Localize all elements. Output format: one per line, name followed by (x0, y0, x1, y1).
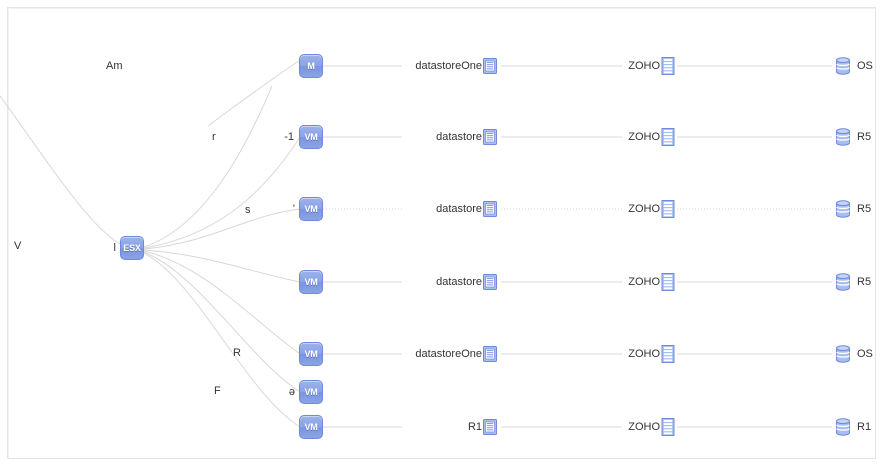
database-node[interactable] (835, 200, 851, 218)
hub-edge (143, 208, 301, 250)
hub-edge (143, 250, 301, 355)
hub-edge (143, 85, 273, 248)
database-label: OS (857, 60, 873, 72)
database-node[interactable] (835, 128, 851, 146)
database-label: R5 (857, 131, 872, 143)
database-icon (836, 200, 850, 218)
database-label: R5 (857, 203, 872, 215)
datastore-label: datastoreOne (415, 348, 482, 360)
datastore-node[interactable] (483, 346, 497, 362)
vm-label-fragment: ə (288, 386, 295, 398)
vm-node[interactable]: VM (299, 270, 323, 294)
vm-label-fragment: -1 (284, 131, 294, 143)
edge-label-fragment: F (214, 385, 221, 397)
vm-node[interactable]: VM (299, 380, 323, 404)
datastore-node[interactable] (483, 129, 497, 145)
datastore-label: datastoreOne (415, 60, 482, 72)
datastore-icon (483, 419, 497, 435)
datastore-node[interactable] (483, 201, 497, 217)
hub-edge (143, 136, 301, 249)
database-node[interactable] (835, 345, 851, 363)
vm-node-chip[interactable]: VM (299, 342, 323, 366)
database-label: OS (857, 348, 873, 360)
zoho-label: ZOHO (628, 276, 660, 288)
datastore-icon (483, 346, 497, 362)
edge-label-fragment: s (245, 204, 251, 216)
vm-node[interactable]: M (299, 54, 323, 78)
zoho-icon (661, 273, 675, 291)
database-icon (836, 273, 850, 291)
database-icon (836, 57, 850, 75)
zoho-label: ZOHO (628, 348, 660, 360)
vm-label-fragment: ' (292, 203, 295, 215)
datastore-node[interactable] (483, 419, 497, 435)
datastore-icon (483, 129, 497, 145)
vm-node-chip[interactable]: VM (299, 270, 323, 294)
hub-edge (143, 252, 301, 428)
edge-label-fragment: V (14, 240, 22, 252)
vm-node[interactable]: VM (299, 197, 323, 221)
database-node[interactable] (835, 273, 851, 291)
hub-edge (0, 95, 121, 245)
database-icon (836, 418, 850, 436)
hub-edge (143, 251, 301, 393)
zoho-node[interactable] (661, 418, 675, 436)
zoho-icon (661, 418, 675, 436)
hub-edge (143, 249, 301, 283)
database-label: R1 (857, 421, 872, 433)
zoho-node[interactable] (661, 200, 675, 218)
esx-node[interactable]: ESX (120, 236, 144, 260)
database-node[interactable] (835, 57, 851, 75)
datastore-label: datastore (436, 276, 482, 288)
vm-node-chip[interactable]: VM (299, 197, 323, 221)
edge-label-fragment: R (233, 347, 241, 359)
database-node[interactable] (835, 418, 851, 436)
vm-node-chip[interactable]: VM (299, 380, 323, 404)
zoho-node[interactable] (661, 273, 675, 291)
datastore-label: datastore (436, 203, 482, 215)
zoho-label: ZOHO (628, 60, 660, 72)
database-icon (836, 345, 850, 363)
hub-edge-stub (207, 59, 301, 127)
zoho-icon (661, 128, 675, 146)
edge-label-fragment: Am (106, 60, 123, 72)
zoho-label: ZOHO (628, 203, 660, 215)
vm-node[interactable]: VM (299, 342, 323, 366)
hub-label-fragment-wrap: l (113, 242, 116, 254)
database-label: R5 (857, 276, 872, 288)
vm-node-chip[interactable]: VM (299, 125, 323, 149)
datastore-label: datastore (436, 131, 482, 143)
zoho-node[interactable] (661, 345, 675, 363)
zoho-node[interactable] (661, 128, 675, 146)
datastore-node[interactable] (483, 274, 497, 290)
datastore-icon (483, 274, 497, 290)
edge-label-fragment: r (212, 131, 216, 143)
datastore-icon (483, 201, 497, 217)
vm-node[interactable]: VM (299, 125, 323, 149)
datastore-icon (483, 58, 497, 74)
zoho-label: ZOHO (628, 131, 660, 143)
zoho-label: ZOHO (628, 421, 660, 433)
zoho-node[interactable] (661, 57, 675, 75)
zoho-icon (661, 200, 675, 218)
zoho-icon (661, 57, 675, 75)
esx-node-wrap[interactable]: ESX (120, 236, 144, 260)
datastore-node[interactable] (483, 58, 497, 74)
vm-node-chip[interactable]: VM (299, 415, 323, 439)
database-icon (836, 128, 850, 146)
vm-node[interactable]: VM (299, 415, 323, 439)
datastore-label: R1 (467, 421, 482, 433)
zoho-icon (661, 345, 675, 363)
vm-node-chip[interactable]: M (299, 54, 323, 78)
diagram-panel (7, 7, 876, 459)
